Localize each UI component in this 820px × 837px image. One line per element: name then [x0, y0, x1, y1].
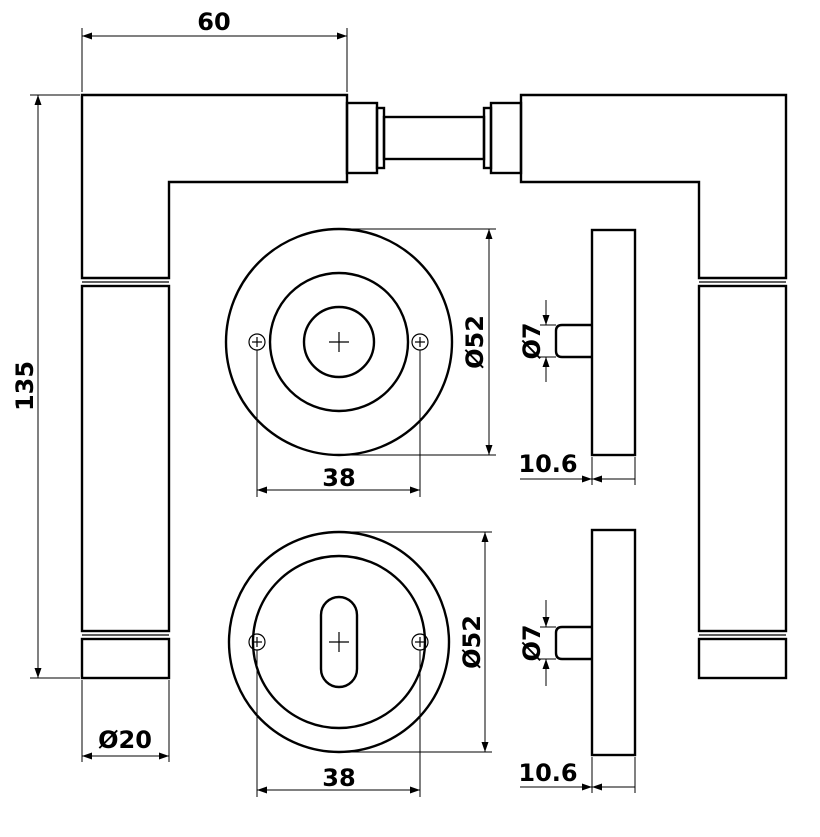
- dim-rose-top-spacing: [256, 350, 421, 497]
- label-spindle-bottom-diameter: Ø7: [518, 624, 546, 661]
- dim-rose-bottom-spacing: [256, 650, 421, 797]
- screw-hole-right: [411, 333, 429, 351]
- dim-lever-height: [30, 94, 80, 679]
- label-lever-diameter: Ø20: [98, 726, 152, 754]
- right-lever-handle: [519, 93, 788, 680]
- left-lever-handle: [80, 93, 349, 680]
- label-rose-top-spacing: 38: [322, 464, 355, 492]
- dim-rose-bottom-diameter: [339, 531, 492, 753]
- dim-rose-top-diameter: [339, 228, 496, 456]
- dim-spindle-top-thickness: [520, 457, 636, 485]
- rose-top: [224, 227, 454, 457]
- label-lever-width: 60: [197, 8, 230, 36]
- dim-spindle-bottom-diameter: [540, 600, 556, 686]
- label-spindle-bottom-thickness: 10.6: [518, 759, 577, 787]
- rose-bottom: [227, 530, 451, 754]
- side-view-top: [554, 228, 637, 457]
- dim-lever-diameter: [81, 680, 170, 762]
- label-rose-bottom-spacing: 38: [322, 764, 355, 792]
- label-spindle-top-diameter: Ø7: [518, 322, 546, 359]
- label-lever-height: 135: [11, 361, 39, 411]
- side-view-bottom: [554, 528, 637, 757]
- screw-hole-left: [248, 633, 266, 651]
- label-spindle-top-thickness: 10.6: [518, 450, 577, 478]
- label-rose-top-diameter: Ø52: [461, 315, 489, 369]
- dim-spindle-bottom-thickness: [520, 757, 636, 793]
- dim-lever-width: [81, 28, 348, 92]
- label-rose-bottom-diameter: Ø52: [458, 615, 486, 669]
- spindle-connector: [345, 101, 523, 175]
- screw-hole-left: [248, 333, 266, 351]
- dim-spindle-top-diameter: [540, 300, 556, 382]
